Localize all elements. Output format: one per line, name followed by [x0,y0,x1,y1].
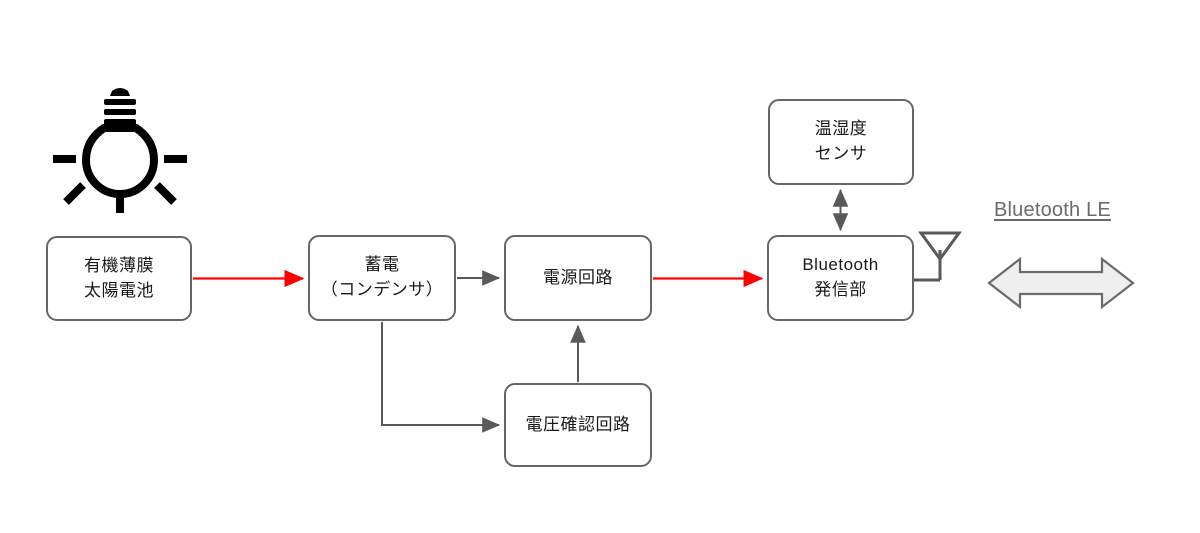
node-bluetooth-transmitter[interactable]: Bluetooth 発信部 [767,235,914,321]
node-voltage-check-circuit[interactable]: 電圧確認回路 [504,383,652,467]
node-organic-thin-film-solar-cell[interactable]: 有機薄膜 太陽電池 [46,236,192,321]
light-bulb-icon [53,88,187,213]
double-headed-arrow-icon [987,256,1135,310]
antenna-icon [912,231,962,282]
edge-storage-to-voltage [381,322,501,433]
node-energy-storage-capacitor[interactable]: 蓄電 （コンデンサ） [308,235,456,321]
node-temperature-humidity-sensor[interactable]: 温湿度 センサ [768,99,914,185]
bluetooth-le-label: Bluetooth LE [994,199,1111,221]
node-power-circuit[interactable]: 電源回路 [504,235,652,321]
